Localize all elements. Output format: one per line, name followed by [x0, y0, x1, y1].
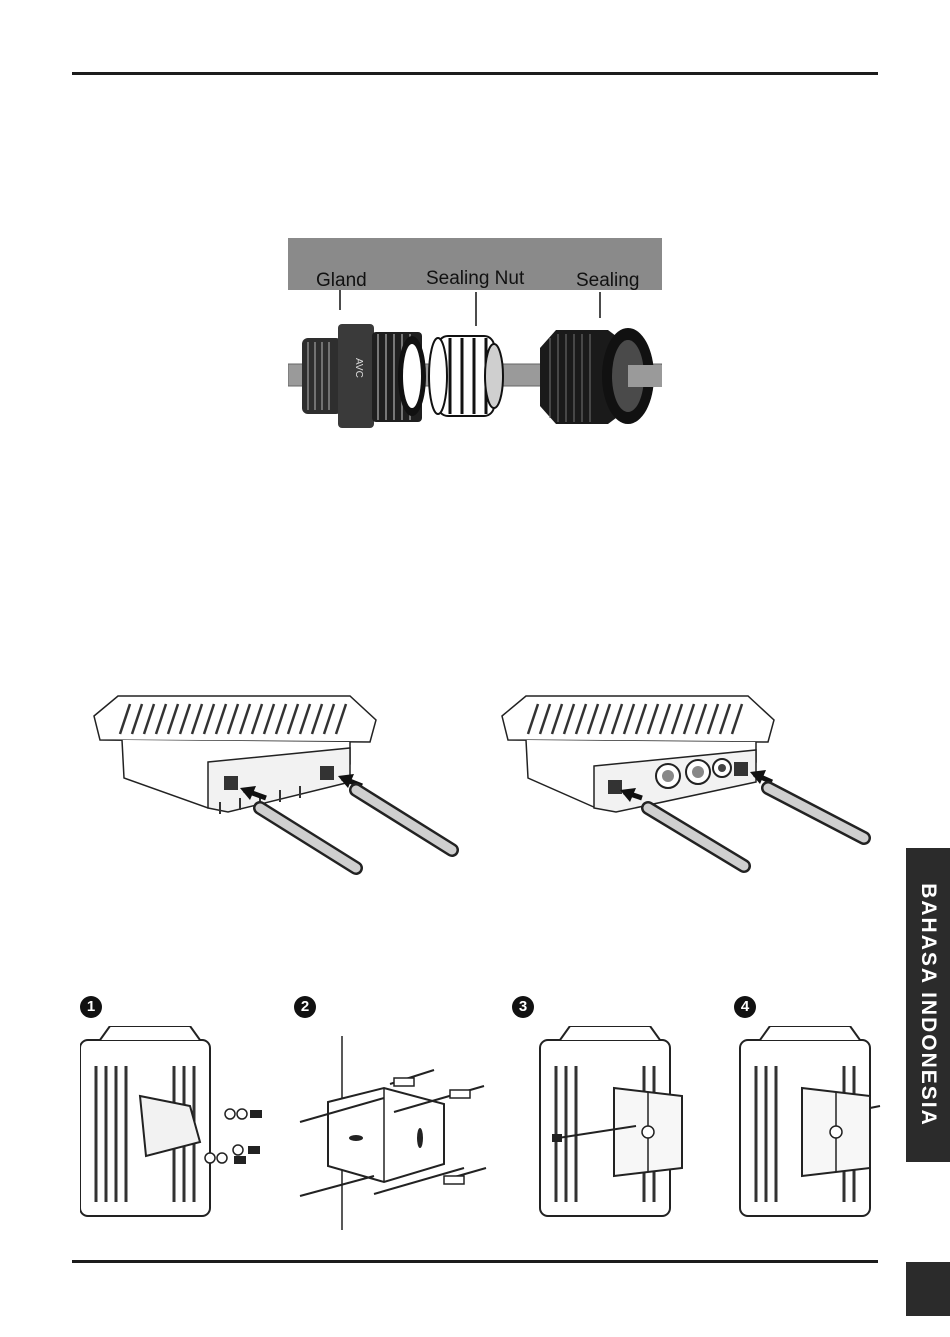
antenna-install-2-port-figure: [88, 690, 468, 880]
gland-part: AVC: [302, 324, 426, 428]
step-4-drawing: [734, 1026, 934, 1231]
gland-parts-drawing: AVC: [288, 238, 662, 430]
bottom-rule: [72, 1260, 878, 1263]
language-side-tab: BAHASA INDONESIA: [906, 848, 950, 1162]
step-1-drawing: [80, 1026, 280, 1231]
mount-step-3: 3: [512, 996, 712, 1231]
language-tab-label: BAHASA INDONESIA: [916, 883, 940, 1127]
step-number: 1: [80, 996, 102, 1018]
sealing-nut-part: [429, 336, 503, 416]
antenna-install-4-port-figure: [496, 690, 876, 880]
step-number: 2: [294, 996, 316, 1018]
step-number: 4: [734, 996, 756, 1018]
step-2-drawing: [294, 1026, 494, 1231]
step-3-drawing: [512, 1026, 712, 1231]
gland-marking: AVC: [353, 358, 364, 378]
page-number-box: [906, 1262, 950, 1316]
mount-step-2: 2: [294, 996, 494, 1231]
step-number: 3: [512, 996, 534, 1018]
cable-gland-figure: Gland Sealing Nut Sealing: [288, 238, 662, 430]
sealing-cap-part: [540, 328, 662, 424]
mount-step-4: 4: [734, 996, 934, 1231]
mount-step-1: 1: [80, 996, 280, 1231]
top-rule: [72, 72, 878, 75]
